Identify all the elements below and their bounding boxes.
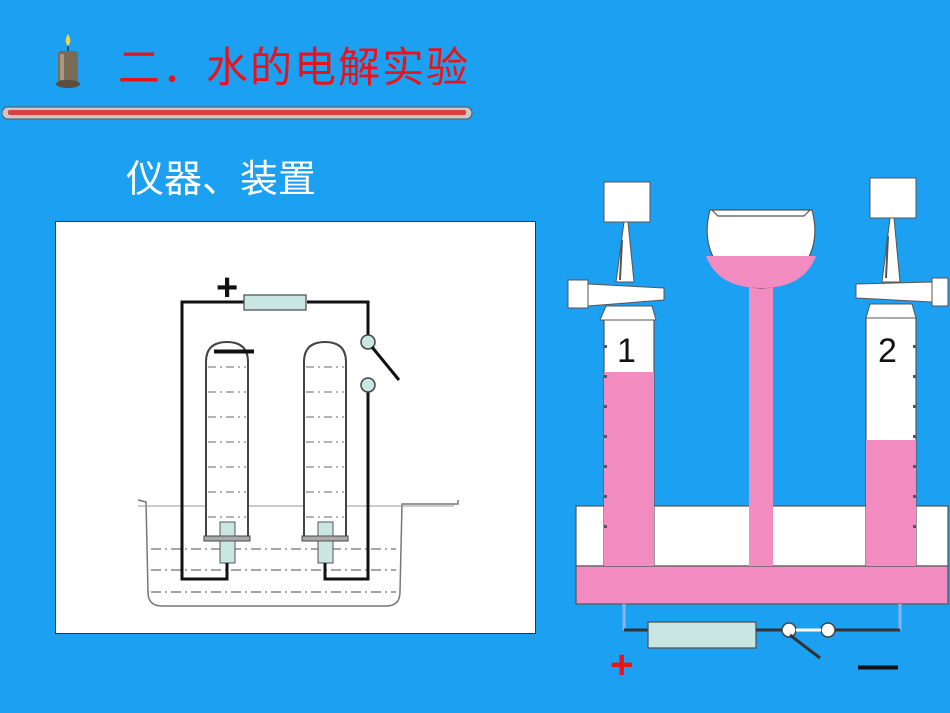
- schematic-plus-sign: +: [216, 267, 238, 309]
- tube-label-1: 1: [617, 332, 636, 370]
- title-underline: [2, 106, 473, 120]
- page-title: 二．水的电解实验: [118, 43, 471, 92]
- hofmann-voltameter: 1 2 + —: [567, 177, 949, 687]
- section-subtitle: 仪器、装置: [126, 157, 317, 201]
- schematic-minus-sign: —: [214, 327, 254, 371]
- apparatus-plus-sign: +: [610, 643, 633, 687]
- tube-label-2: 2: [878, 332, 897, 370]
- candle-icon: [56, 34, 80, 88]
- apparatus-minus-sign: —: [858, 643, 898, 687]
- electrolysis-schematic: + —: [55, 221, 536, 634]
